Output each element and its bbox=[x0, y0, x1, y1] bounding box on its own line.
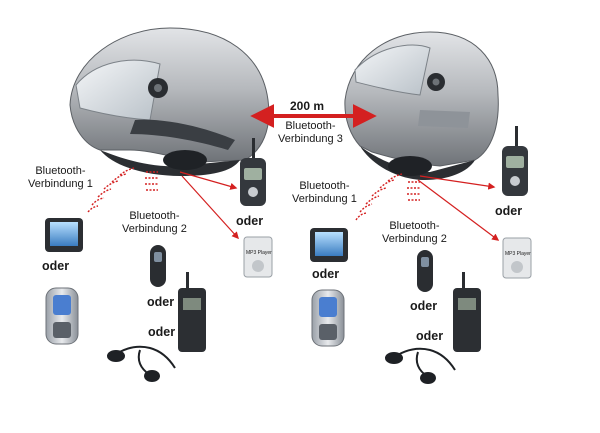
left-or-label-walkie: oder bbox=[236, 214, 264, 228]
left-gps-icon bbox=[45, 218, 83, 252]
right-or-label-walkie: oder bbox=[495, 204, 523, 218]
right-link2-label: Bluetooth- Verbindung 2 bbox=[382, 220, 447, 246]
left-signal-waves-1 bbox=[87, 167, 135, 213]
right-link1-label: Bluetooth- Verbindung 1 bbox=[292, 180, 357, 206]
left-radio-icon bbox=[178, 272, 206, 352]
right-portable-player-icon bbox=[417, 250, 433, 292]
left-mobile-phone-icon bbox=[45, 287, 79, 345]
right-arrow-to-walkie bbox=[419, 175, 496, 190]
left-helmet bbox=[69, 27, 270, 176]
left-arrow-to-mp3 bbox=[181, 175, 239, 240]
right-cable-headset-icon bbox=[385, 347, 456, 384]
right-link1-label-line1: Bluetooth- bbox=[299, 180, 350, 192]
left-or-label-headset: oder bbox=[148, 325, 176, 339]
right-or-label-gps: oder bbox=[312, 267, 340, 281]
left-or-label-player: oder bbox=[147, 295, 175, 309]
right-helmet bbox=[344, 31, 499, 180]
left-link2-label: Bluetooth- Verbindung 2 bbox=[122, 210, 187, 236]
left-link1-label: Bluetooth- Verbindung 1 bbox=[28, 165, 93, 191]
right-mobile-phone-icon bbox=[311, 289, 345, 347]
left-headset-unit bbox=[163, 150, 207, 170]
right-radio-icon bbox=[453, 272, 481, 352]
right-link2-label-line2: Verbindung 2 bbox=[382, 233, 447, 245]
left-mp3-label: MP3 Player bbox=[246, 250, 272, 256]
left-portable-player-icon bbox=[150, 245, 166, 287]
left-link2-label-line1: Bluetooth- bbox=[129, 210, 180, 222]
link3-label: Bluetooth- Verbindung 3 bbox=[278, 120, 343, 146]
right-mp3-label: MP3 Player bbox=[505, 251, 531, 257]
left-cable-headset-icon bbox=[107, 345, 176, 382]
left-link2-label-line2: Verbindung 2 bbox=[122, 223, 187, 235]
right-headset-unit bbox=[388, 156, 432, 176]
distance-label: 200 m bbox=[290, 99, 325, 113]
left-signal-waves-2 bbox=[145, 171, 158, 191]
right-walkie-talkie-icon bbox=[502, 126, 528, 196]
right-arrow-to-mp3 bbox=[417, 179, 500, 241]
right-or-label-headset: oder bbox=[416, 329, 444, 343]
left-arrow-to-walkie bbox=[179, 171, 238, 190]
right-or-label-player: oder bbox=[410, 299, 438, 313]
right-mp3-player-icon bbox=[502, 237, 532, 279]
left-or-label-gps: oder bbox=[42, 259, 70, 273]
right-gps-icon bbox=[310, 228, 348, 262]
left-link1-label-line1: Bluetooth- bbox=[35, 165, 86, 177]
right-signal-waves-2 bbox=[407, 181, 420, 201]
right-signal-waves-1 bbox=[355, 173, 403, 221]
link3-label-line2: Verbindung 3 bbox=[278, 133, 343, 145]
link3-label-line1: Bluetooth- bbox=[285, 120, 336, 132]
left-link1-label-line2: Verbindung 1 bbox=[28, 178, 93, 190]
left-mp3-player-icon bbox=[243, 236, 273, 278]
left-walkie-talkie-icon bbox=[240, 138, 266, 206]
right-link2-label-line1: Bluetooth- bbox=[389, 220, 440, 232]
right-link1-label-line2: Verbindung 1 bbox=[292, 193, 357, 205]
